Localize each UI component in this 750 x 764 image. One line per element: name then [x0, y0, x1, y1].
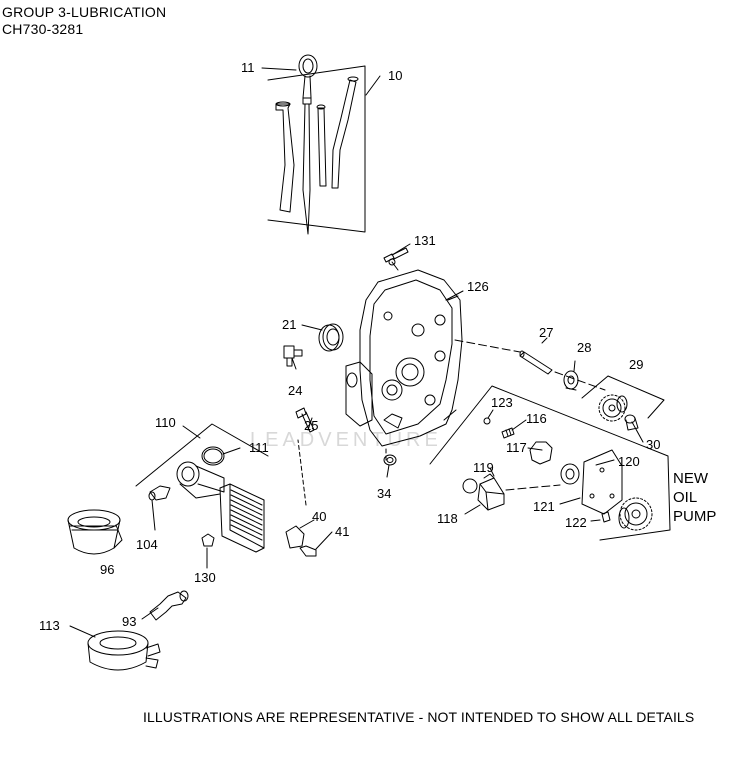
callout-116: 116 [526, 411, 547, 426]
callout-121: 121 [533, 499, 555, 514]
oil-cooler [219, 483, 265, 553]
thrust-washer [563, 370, 579, 391]
callout-10: 10 [388, 68, 402, 83]
oil-filter [67, 509, 123, 555]
oil-seal [318, 323, 344, 352]
callout-93: 93 [122, 614, 136, 629]
new-pump-outline [429, 385, 671, 541]
cooler-adapter [176, 461, 225, 499]
cooler-bracket-line [135, 423, 269, 487]
new-oil-pump-line3: PUMP [673, 508, 717, 525]
callout-29: 29 [629, 357, 643, 372]
callout-122: 122 [565, 515, 587, 530]
disclaimer-text: ILLUSTRATIONS ARE REPRESENTATIVE - NOT I… [143, 709, 695, 725]
callout-123: 123 [491, 395, 513, 410]
callout-11: 11 [241, 60, 255, 75]
o-ring-111 [201, 446, 225, 466]
watermark: LEADVENTURE [250, 429, 442, 451]
callout-131: 131 [414, 233, 436, 248]
callout-28: 28 [577, 340, 591, 355]
elbow-fitting [283, 345, 303, 367]
ball-123 [483, 417, 491, 425]
closure-plate [345, 258, 463, 447]
callout-25: 25 [304, 418, 318, 433]
pump-cover [581, 449, 623, 515]
callout-21: 21 [282, 317, 296, 332]
callout-41: 41 [335, 524, 349, 539]
screw-116 [501, 427, 515, 439]
callout-110: 110 [155, 415, 176, 430]
bolt-131 [383, 247, 409, 263]
washer-34 [383, 454, 397, 466]
bolt-41 [299, 545, 317, 557]
hose-93 [149, 590, 189, 621]
callout-40: 40 [312, 509, 326, 524]
callout-34: 34 [377, 486, 391, 501]
gasket-117 [529, 441, 553, 465]
callout-118: 118 [437, 511, 458, 526]
callout-96: 96 [100, 562, 114, 577]
diagram-title: GROUP 3-LUBRICATION [2, 4, 167, 20]
leader-lines [69, 67, 644, 638]
pin-27 [519, 350, 553, 375]
cooler-adapter-113 [87, 630, 161, 671]
new-oil-pump-line1: NEW [673, 470, 708, 487]
callout-117: 117 [506, 440, 527, 455]
gear-29 [598, 394, 628, 422]
plug-130 [201, 533, 215, 547]
screw-122 [601, 511, 611, 523]
seal-121 [560, 463, 580, 485]
callout-104: 104 [136, 537, 158, 552]
callout-130: 130 [194, 570, 216, 585]
callout-120: 120 [618, 454, 640, 469]
callout-119: 119 [473, 460, 494, 475]
callout-24: 24 [288, 383, 302, 398]
new-oil-pump-label: NEW OIL PUMP [673, 469, 716, 526]
nipple-104 [148, 485, 171, 501]
pin-30 [624, 414, 639, 431]
callout-111: 111 [249, 440, 269, 455]
bracket-40 [285, 525, 305, 549]
dipstick-group [267, 54, 366, 235]
oil-pickup [462, 473, 505, 511]
bolt-25 [295, 407, 315, 433]
callout-113: 113 [39, 618, 60, 633]
callout-27: 27 [539, 325, 553, 340]
pump-gear [618, 497, 653, 531]
callouts: 11 10 131 126 21 27 28 29 24 123 116 110… [39, 60, 660, 633]
callout-30: 30 [646, 437, 660, 452]
model-number: CH730-3281 [2, 21, 84, 37]
callout-126: 126 [467, 279, 489, 294]
new-oil-pump-line2: OIL [673, 489, 698, 506]
